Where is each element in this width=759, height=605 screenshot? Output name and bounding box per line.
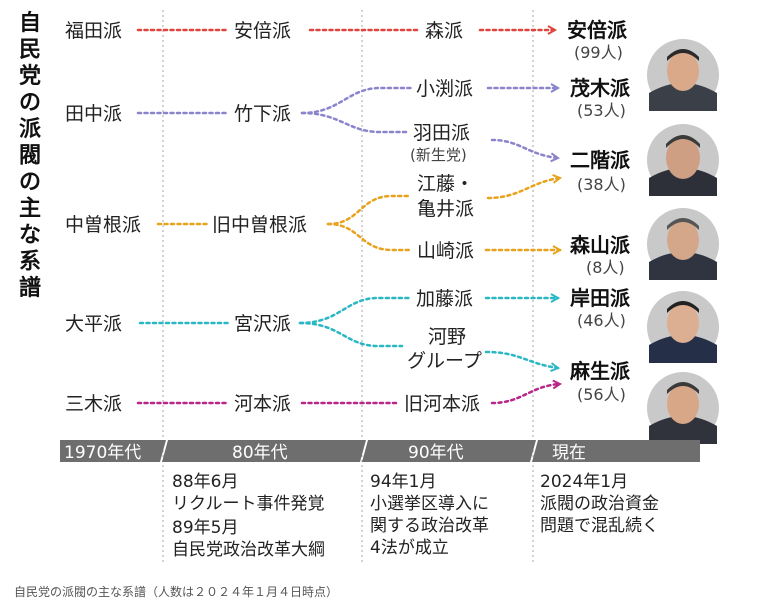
- aso-faction-count: (56人): [577, 385, 626, 404]
- nakasone-branch-b: [326, 222, 412, 252]
- nakasone-to-nikai: [486, 178, 560, 200]
- miki-mid: 河本派: [234, 393, 291, 415]
- tanaka-to-nikai: [490, 138, 558, 158]
- ohira-branch-a-label: 加藤派: [416, 288, 473, 310]
- event-90s-a: 94年1月: [370, 472, 436, 492]
- nakasone-branch-b-label: 山崎派: [417, 240, 474, 262]
- event-now-b: 派閥の政治資金: [540, 494, 659, 514]
- event-90s-b: 小選挙区導入に: [370, 494, 489, 514]
- ohira-origin: 大平派: [65, 313, 122, 335]
- era-90s: 90年代: [408, 443, 464, 463]
- tanaka-mid: 竹下派: [234, 103, 291, 125]
- miki-origin: 三木派: [65, 393, 122, 415]
- ohira-branch-b-label-1: 河野: [428, 326, 466, 348]
- fukuda-late: 森派: [425, 20, 463, 42]
- era-80s: 80年代: [232, 443, 288, 463]
- event-80s-2a: 89年5月: [172, 518, 238, 538]
- moriyama-faction-current: 森山派: [570, 233, 631, 257]
- kishida-faction-count: (46人): [577, 311, 626, 330]
- tanaka-branch-a-label: 小渕派: [416, 78, 473, 100]
- event-now-c: 問題で混乱続く: [540, 516, 659, 536]
- kishida-faction-current: 岸田派: [570, 286, 631, 310]
- event-80s-1b: リクルート事件発覚: [172, 494, 325, 514]
- nikai-faction-current: 二階派: [570, 148, 631, 172]
- nakasone-branch-a-label-1: 江藤・: [417, 173, 474, 195]
- portrait-5: [647, 372, 719, 444]
- nakasone-branch-a: [326, 194, 412, 226]
- portrait-3: [647, 208, 719, 280]
- portrait-4: [647, 291, 719, 363]
- event-80s-1a: 88年6月: [172, 472, 238, 492]
- event-80s-2b: 自民党政治改革大綱: [172, 540, 325, 560]
- ohira-branch-b-label-2: グループ: [407, 350, 482, 372]
- tanaka-branch-b-label: 羽田派: [413, 122, 470, 144]
- aso-faction-current: 麻生派: [569, 359, 631, 383]
- miki-late: 旧河本派: [404, 393, 480, 415]
- tanaka-branch-b-note: (新生党): [410, 146, 467, 164]
- motegi-faction-current: 茂木派: [570, 76, 631, 100]
- nakasone-branch-a-label-2: 亀井派: [417, 198, 474, 220]
- era-1970s: 1970年代: [64, 443, 141, 463]
- ohira-to-aso: [484, 350, 558, 368]
- event-90s-d: 4法が成立: [370, 538, 449, 558]
- portrait-1: [647, 39, 719, 111]
- nakasone-origin: 中曽根派: [65, 214, 141, 236]
- ohira-branch-a: [298, 296, 412, 325]
- moriyama-faction-count: (8人): [586, 258, 625, 277]
- vertical-title: 自民党の派閥の主な系譜: [19, 10, 41, 301]
- tanaka-branch-b: [300, 111, 410, 134]
- page-title: 自民党の派閥の主な系譜: [19, 10, 41, 301]
- abe-faction-current: 安倍派: [567, 18, 628, 42]
- fukuda-mid: 安倍派: [234, 20, 291, 42]
- tanaka-origin: 田中派: [65, 103, 122, 125]
- portrait-2: [647, 124, 719, 196]
- fukuda-origin: 福田派: [65, 20, 122, 42]
- era-bar: 1970年代 80年代 90年代 現在: [60, 440, 700, 463]
- events: 88年6月 リクルート事件発覚 89年5月 自民党政治改革大綱 94年1月 小選…: [172, 472, 659, 560]
- event-now-a: 2024年1月: [540, 472, 628, 492]
- abe-faction-count: (99人): [574, 43, 623, 62]
- tanaka-branch-a: [300, 86, 414, 115]
- miki-to-aso: [490, 384, 560, 405]
- motegi-faction-count: (53人): [577, 101, 626, 120]
- ohira-branch-b: [298, 321, 404, 348]
- nikai-faction-count: (38人): [577, 175, 626, 194]
- event-90s-c: 関する政治改革: [370, 516, 489, 536]
- ohira-mid: 宮沢派: [234, 313, 291, 335]
- era-now: 現在: [552, 443, 586, 463]
- caption: 自民党の派閥の主な系譜（人数は２０２４年１月４日時点）: [14, 584, 338, 599]
- nakasone-mid: 旧中曽根派: [212, 214, 307, 236]
